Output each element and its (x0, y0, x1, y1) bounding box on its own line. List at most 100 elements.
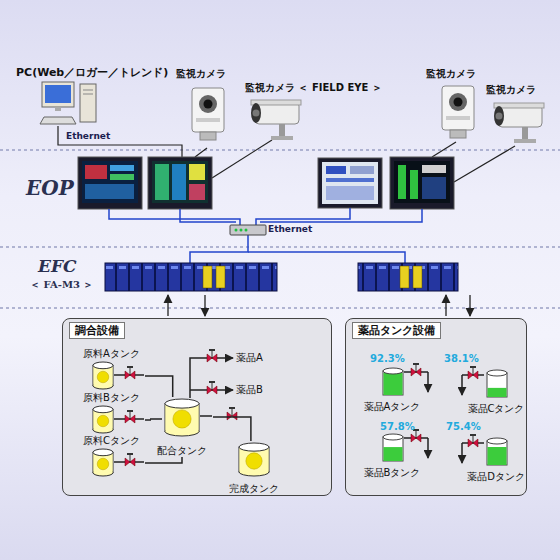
tank-icon (239, 443, 269, 451)
band-separator (0, 307, 560, 309)
eop-screen (78, 157, 454, 209)
panel-heading: 薬品タンク設備 (352, 322, 441, 339)
camera-icon (192, 88, 224, 132)
pipe-line (190, 358, 233, 398)
pipe-line (427, 372, 429, 392)
valve-symbol (468, 434, 478, 447)
eop-screen (189, 164, 205, 180)
lan-cable (109, 209, 240, 226)
camera-icon (496, 113, 503, 120)
equipment-panel: 薬品タンク設備薬品Aタンク薬品Cタンク薬品Bタンク薬品Dタンク (345, 318, 527, 496)
ethernet-hub (240, 229, 243, 232)
pipe-connector (145, 376, 173, 397)
computer-icon (83, 94, 93, 95)
equipment-panel: 調合設備原料Aタンク原料Bタンク原料Cタンク配合タンク完成タンク (62, 318, 332, 496)
eop-screen (85, 165, 107, 179)
connector-group (145, 376, 251, 463)
equipment-node: 薬品Bタンク (361, 433, 423, 479)
pipe-line (190, 389, 233, 391)
lan-cable (109, 208, 422, 263)
tank-icon (97, 458, 109, 470)
pipe-line (462, 442, 484, 444)
valve-symbol (125, 410, 135, 423)
pipe-line (404, 371, 428, 373)
node-label: 配合タンク (141, 445, 223, 457)
equipment-node: 薬品Cタンク (465, 369, 527, 415)
equipment-node: 薬品Dタンク (465, 437, 527, 483)
equipment-node: PC(Web／ロガー／トレンド) (16, 66, 176, 128)
tank-icon (488, 388, 507, 397)
io-arrow (167, 295, 168, 316)
band-separator (0, 150, 560, 308)
tank-icon (246, 453, 262, 469)
text-label: 57.8% (380, 421, 415, 433)
camera-icon (454, 98, 463, 107)
tank-icon (237, 443, 271, 477)
io-arrow (204, 295, 205, 316)
camera-icon (251, 100, 301, 105)
tank-icon (91, 449, 115, 477)
pipe-connector (213, 417, 251, 441)
tank-icon (381, 433, 405, 463)
camera-icon (245, 96, 303, 142)
ethernet-wire (212, 140, 272, 178)
node-label: 薬品Dタンク (455, 471, 537, 483)
eop-screen (155, 164, 169, 200)
text-label: 薬品B (236, 384, 263, 396)
node-label: 薬品Cタンク (455, 403, 537, 415)
tank-icon (384, 373, 403, 395)
equipment-node: 監視カメラ (486, 84, 550, 148)
plc-rack (216, 266, 225, 288)
io-arrow (469, 295, 470, 316)
text-label: 92.3% (370, 353, 405, 365)
eop-screen (189, 184, 205, 200)
tank-icon (383, 434, 403, 440)
node-label: 監視カメラ ＜ FIELD EYE ＞ (245, 82, 382, 94)
lan-cable (190, 234, 248, 263)
text-label: 38.1% (444, 353, 479, 365)
tank-icon (383, 437, 403, 461)
eop-screen (422, 177, 446, 199)
eop-screen (326, 166, 346, 174)
pipe-line (461, 375, 463, 395)
ethernet-wire (58, 126, 182, 157)
text-label: Ethernet (66, 131, 110, 142)
camera-icon (442, 86, 474, 130)
ethernet-hub (245, 229, 248, 232)
valve-symbol (125, 349, 478, 466)
tank-icon (381, 367, 405, 397)
pipe-line (200, 415, 212, 417)
camera-icon (271, 136, 293, 140)
tank-icon (173, 410, 191, 428)
node-label: 薬品Aタンク (351, 401, 433, 413)
tank-icon (163, 399, 201, 437)
computer-icon (80, 84, 96, 122)
camera-icon (204, 100, 213, 109)
valve-symbol (207, 349, 217, 362)
computer-icon (42, 82, 74, 107)
eop-screen (110, 165, 134, 171)
tank-icon (97, 415, 109, 427)
eop-screen (350, 166, 374, 174)
computer-icon (83, 90, 93, 91)
equipment-node: 配合タンク (151, 397, 213, 457)
ethernet-hub (230, 225, 266, 235)
node-label: 監視カメラ (426, 68, 476, 80)
text-label: 75.4% (446, 421, 481, 433)
plc-rack (358, 263, 458, 291)
plc-rack (105, 263, 458, 291)
tank-icon (487, 441, 507, 465)
computer-icon (45, 85, 71, 103)
equipment-node: 原料Bタンク (83, 392, 145, 436)
tank-icon (485, 437, 509, 467)
node-label: 原料Bタンク (83, 392, 140, 404)
eop-screen (110, 174, 134, 180)
computer-icon (40, 117, 76, 124)
tank-icon (383, 368, 403, 374)
io-arrow (168, 295, 470, 316)
equipment-node: 薬品Aタンク (361, 367, 423, 413)
node-label: 原料Cタンク (83, 435, 140, 447)
tank-icon (93, 406, 113, 413)
computer-icon (40, 82, 100, 126)
